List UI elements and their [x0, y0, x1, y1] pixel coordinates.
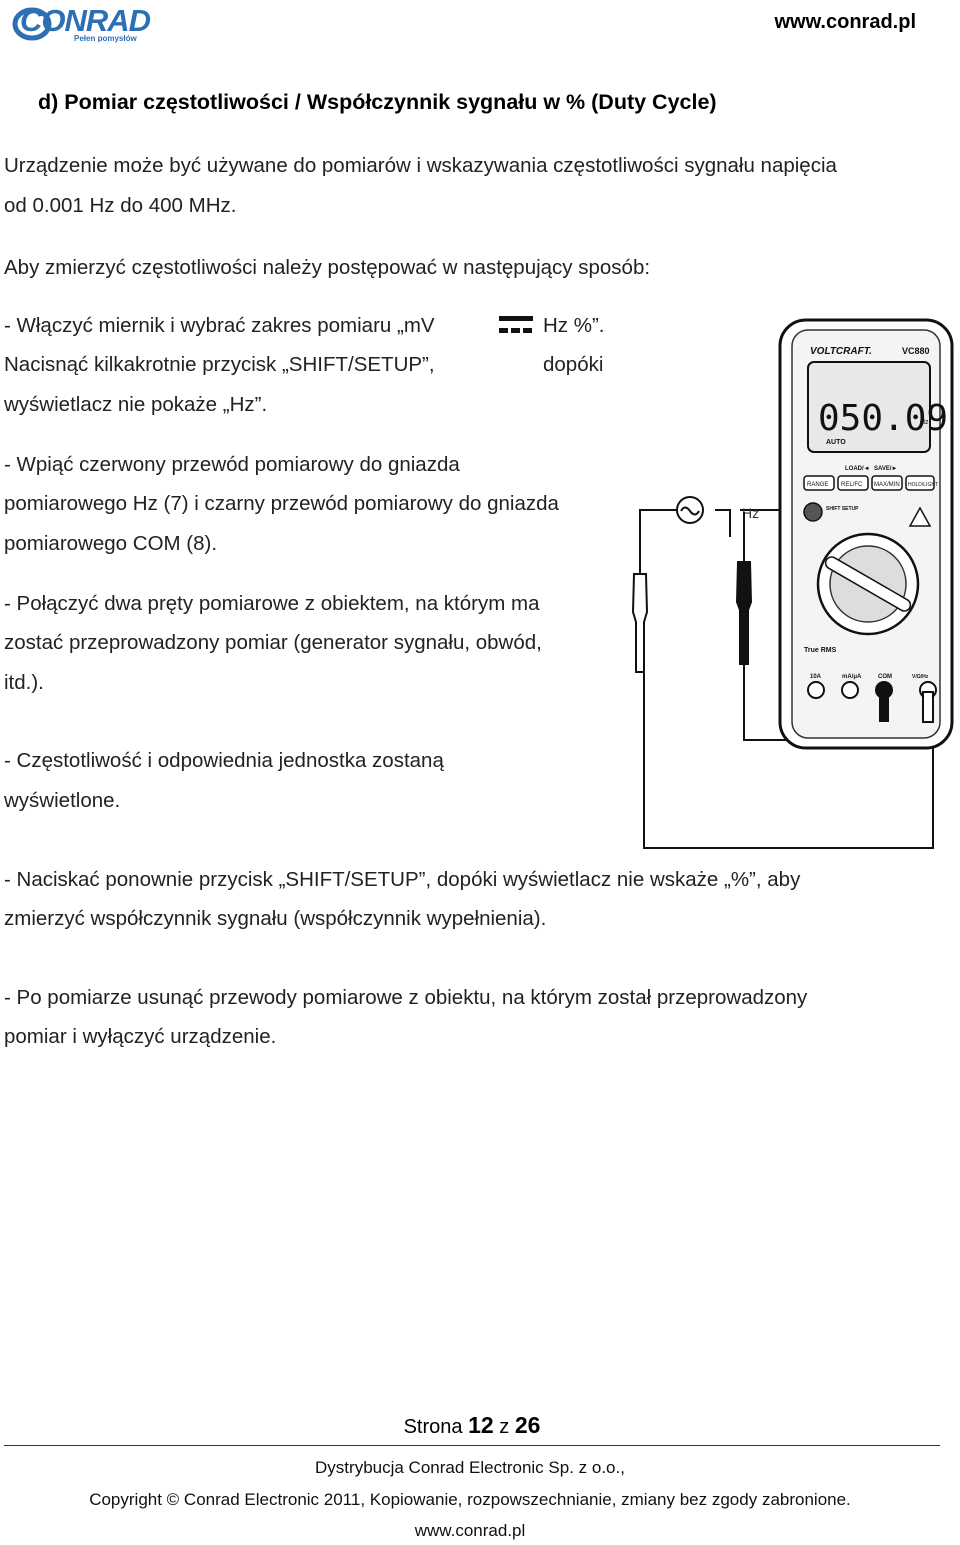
- footer-distribution: Dystrybucja Conrad Electronic Sp. z o.o.…: [315, 1458, 625, 1477]
- logo-graphic: [12, 7, 52, 41]
- step5-line-2: zmierzyć współczynnik sygnału (współczyn…: [4, 907, 547, 930]
- black-plug: [879, 692, 889, 722]
- jack-ma-label: mA/μA: [842, 674, 862, 680]
- header-url[interactable]: www.conrad.pl: [774, 11, 917, 33]
- page-prefix: Strona: [403, 1416, 463, 1438]
- step3-line-3: itd.).: [4, 671, 44, 694]
- load-label: LOAD/◄: [845, 466, 870, 472]
- display-mode: AUTO: [826, 439, 846, 446]
- intro-line-1: Urządzenie może być używane do pomiarów …: [4, 154, 837, 177]
- hold-button-label: HOLD/LIGHT: [908, 482, 938, 488]
- dc-symbol-icon: [498, 313, 534, 339]
- logo-tagline: Pełen pomysłów: [74, 34, 137, 43]
- step2-line-1: - Wpiąć czerwony przewód pomiarowy do gn…: [4, 453, 460, 476]
- step1-line-1-end: Hz %”.: [543, 314, 605, 337]
- step1-line-1: - Włączyć miernik i wybrać zakres pomiar…: [4, 314, 435, 337]
- page-total: 26: [514, 1412, 541, 1438]
- step3-line-1: - Połączyć dwa pręty pomiarowe z obiekte…: [4, 592, 540, 615]
- step3-line-2: zostać przeprowadzony pomiar (generator …: [4, 631, 542, 654]
- jack-10a-label: 10A: [810, 674, 822, 680]
- footer-divider: [4, 1445, 940, 1446]
- jack-com-label: COM: [878, 674, 892, 680]
- footer-url[interactable]: www.conrad.pl: [414, 1521, 526, 1540]
- red-plug: [922, 691, 934, 723]
- meter-model: VC880: [902, 346, 930, 356]
- step2-line-3: pomiarowego COM (8).: [4, 532, 218, 555]
- display-value: 050.09: [818, 398, 948, 439]
- save-label: SAVE/►: [874, 466, 898, 472]
- dial-pointer: [824, 556, 912, 612]
- step6-line-1: - Po pomiarze usunąć przewody pomiarowe …: [4, 986, 808, 1009]
- step1-line-2-end: dopóki: [543, 353, 604, 376]
- shift-button[interactable]: [803, 502, 823, 522]
- rel-button[interactable]: [837, 475, 869, 491]
- step2-line-2: pomiarowego Hz (7) i czarny przewód pomi…: [4, 492, 559, 515]
- section-heading: d) Pomiar częstotliwości / Współczynnik …: [38, 90, 717, 114]
- maxmin-button[interactable]: [871, 475, 903, 491]
- page-current: 12: [468, 1412, 494, 1438]
- conrad-logo: CONRAD Pełen pomysłów: [8, 3, 158, 50]
- rel-button-label: REL/FC: [841, 482, 863, 488]
- true-rms-label: True RMS: [804, 647, 837, 654]
- range-button-label: RANGE: [807, 482, 828, 488]
- step6-line-2: pomiar i wyłączyć urządzenie.: [4, 1025, 277, 1048]
- step1-line-2: Nacisnąć kilkakrotnie przycisk „SHIFT/SE…: [4, 353, 435, 376]
- step4-line-1: - Częstotliwość i odpowiednia jednostka …: [4, 749, 444, 772]
- range-button[interactable]: [803, 475, 835, 491]
- jack-v-label: V/Ω/Hz: [912, 674, 929, 680]
- step1-line-3: wyświetlacz nie pokaże „Hz”.: [4, 393, 268, 416]
- multimeter-diagram: Hz VOLTCRAFT. VC880 050.09 Hz AUTO LOAD/…: [620, 312, 956, 852]
- jack-ma[interactable]: [841, 681, 859, 699]
- hold-button[interactable]: [905, 475, 935, 491]
- meter-display: [807, 361, 931, 453]
- intro-line-2: od 0.001 Hz do 400 MHz.: [4, 194, 237, 217]
- multimeter-body: VOLTCRAFT. VC880 050.09 Hz AUTO LOAD/◄ S…: [778, 318, 954, 750]
- logo-text: CONRAD: [20, 3, 151, 38]
- step5-line-1: - Naciskać ponownie przycisk „SHIFT/SETU…: [4, 868, 801, 891]
- step4-line-2: wyświetlone.: [4, 789, 121, 812]
- meter-brand: VOLTCRAFT.: [810, 346, 872, 357]
- maxmin-button-label: MAX/MIN: [874, 482, 900, 488]
- black-probe: [735, 512, 753, 665]
- footer-copyright: Copyright © Conrad Electronic 2011, Kopi…: [89, 1490, 851, 1509]
- page-sep: z: [499, 1416, 510, 1438]
- red-probe: [631, 548, 649, 673]
- jack-10a[interactable]: [807, 681, 825, 699]
- signal-label: Hz: [742, 505, 759, 521]
- warning-icon: [908, 506, 932, 527]
- procedure-heading: Aby zmierzyć częstotliwości należy postę…: [4, 256, 651, 279]
- shift-label: SHIFT SETUP: [826, 506, 859, 512]
- page-number: Strona 12 z 26: [0, 1412, 944, 1439]
- display-unit: Hz: [920, 419, 929, 426]
